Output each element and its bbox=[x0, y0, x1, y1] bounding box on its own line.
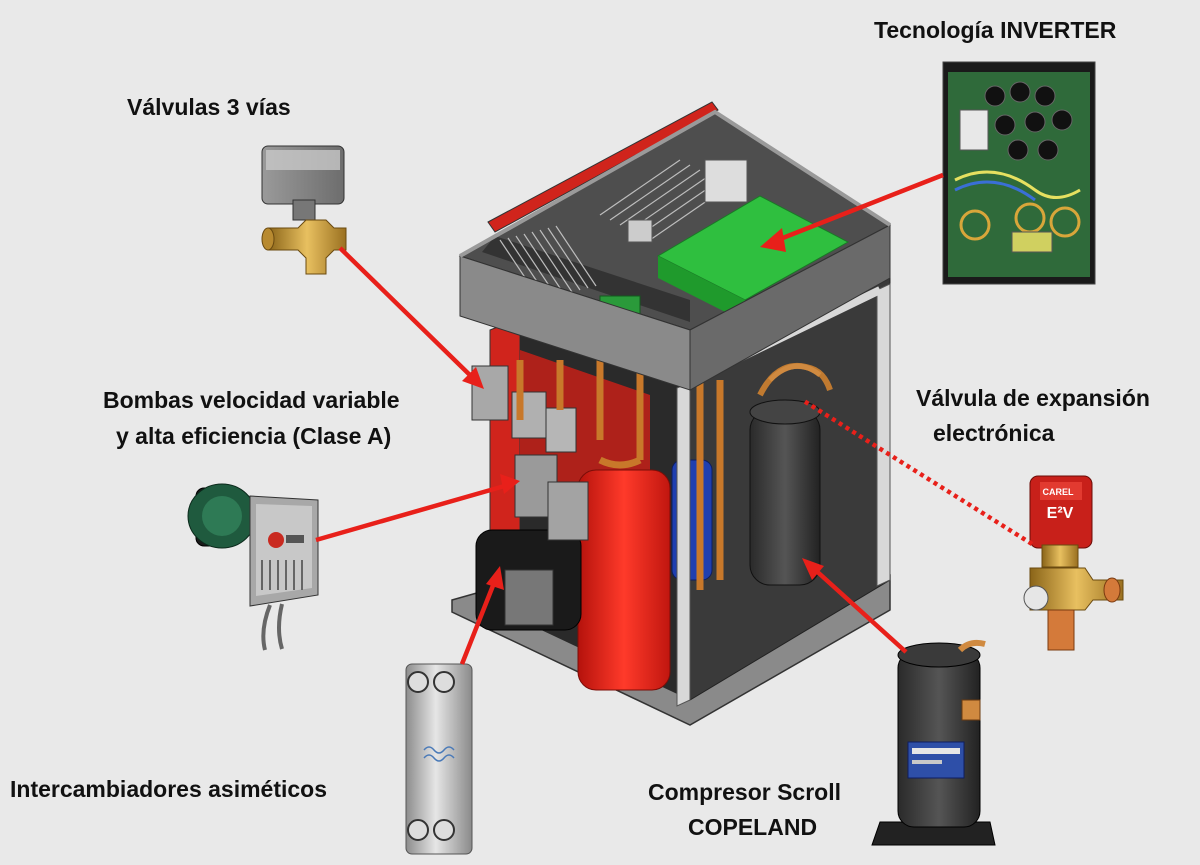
label-expansion-line1: Válvula de expansión bbox=[916, 385, 1150, 411]
circulation-pump-icon bbox=[187, 483, 319, 651]
arrow-exchangers bbox=[459, 577, 499, 665]
scroll-compressor-icon bbox=[871, 639, 996, 846]
expansion-tank bbox=[577, 469, 671, 691]
label-exchangers: Intercambiadores asiméticos bbox=[10, 776, 328, 802]
arrow-compressor bbox=[810, 565, 908, 654]
arrow-expansion-valve bbox=[802, 399, 1034, 546]
label-pumps-line1: Bombas velocidad variable bbox=[103, 387, 400, 413]
label-valves: Válvulas 3 vías bbox=[127, 94, 291, 120]
label-inverter: Tecnología INVERTER bbox=[874, 17, 1117, 43]
control-box bbox=[458, 109, 892, 391]
top-red-strip bbox=[487, 101, 719, 233]
arrow-inverter bbox=[769, 172, 944, 246]
arrow-pumps bbox=[315, 482, 509, 543]
expansion-valve-icon: CAREL E²V bbox=[1023, 475, 1124, 651]
label-expansion-line2: electrónica bbox=[933, 420, 1055, 446]
inverter-board-photo bbox=[942, 61, 1096, 285]
label-compressor-line2: COPELAND bbox=[688, 814, 818, 840]
valve-actuator-3 bbox=[545, 407, 577, 453]
valve-badge-text: E²V bbox=[1047, 505, 1074, 522]
label-pumps-line2: y alta eficiencia (Clase A) bbox=[116, 423, 392, 449]
label-compressor-line1: Compresor Scroll bbox=[648, 779, 841, 805]
arrow-valves bbox=[338, 246, 478, 383]
copper-pipes bbox=[516, 360, 724, 590]
heat-pump-unit bbox=[451, 101, 892, 726]
valve-brand-text: CAREL bbox=[1043, 487, 1075, 497]
pointer-arrows bbox=[315, 172, 1034, 665]
plate-exchanger-icon bbox=[405, 663, 473, 855]
three-way-valve-icon bbox=[261, 145, 347, 275]
